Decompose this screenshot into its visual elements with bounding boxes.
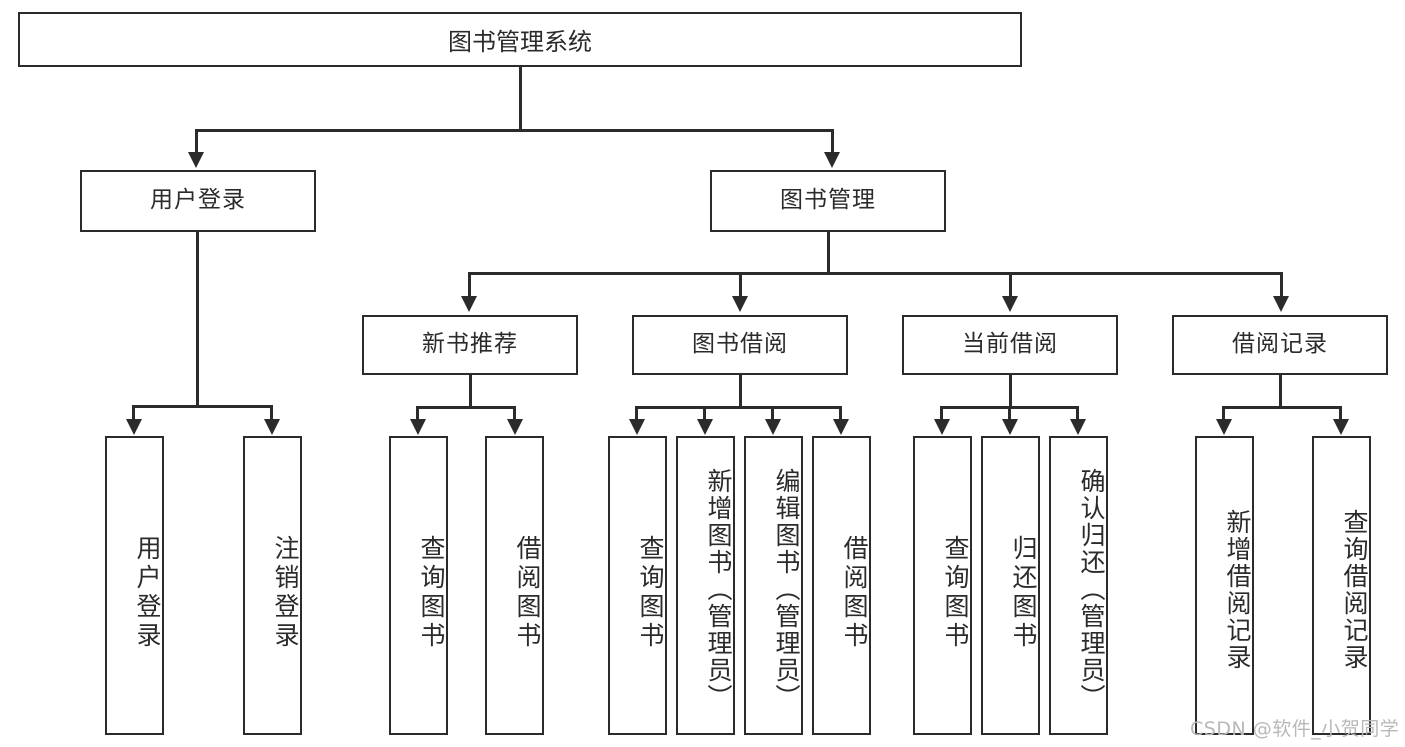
arrowhead-leaf-query-book-1 (410, 419, 426, 435)
arrowhead-user-login (188, 152, 204, 168)
connector-level3-drop-3 (1009, 272, 1012, 298)
arrowhead-leaf-confirm-return (1070, 419, 1086, 435)
leaf-label: 查询图书 (417, 534, 446, 651)
leaf-label: 确认归还（管理员） (1077, 468, 1106, 711)
node-book-management[interactable]: 图书管理 (710, 170, 946, 232)
leaf-label: 借阅图书 (513, 534, 542, 651)
connector-level2-drop-left (195, 129, 198, 154)
arrowhead-current-borrow (1002, 296, 1018, 312)
connector-current-borrow-drop-3 (1076, 406, 1079, 421)
connector-current-borrow-stem (1009, 375, 1012, 408)
leaf-label: 查询图书 (941, 534, 970, 651)
leaf-edit-book-admin[interactable]: 编辑图书（管理员） (744, 436, 803, 735)
connector-new-book-bus (416, 406, 515, 409)
connector-level3-drop-2 (739, 272, 742, 298)
connector-book-borrow-drop-2 (703, 406, 706, 421)
connector-book-borrow-drop-3 (771, 406, 774, 421)
node-current-borrow[interactable]: 当前借阅 (902, 315, 1118, 375)
connector-current-borrow-drop-2 (1008, 406, 1011, 421)
connector-borrow-record-drop-2 (1339, 406, 1342, 421)
node-borrow-record[interactable]: 借阅记录 (1172, 315, 1388, 375)
connector-new-book-drop-1 (416, 406, 419, 421)
connector-new-book-stem (469, 375, 472, 408)
node-new-book-recommend[interactable]: 新书推荐 (362, 315, 578, 375)
connector-user-login-stem (196, 232, 199, 407)
arrowhead-leaf-return-book (1002, 419, 1018, 435)
leaf-label: 归还图书 (1009, 534, 1038, 651)
connector-book-borrow-stem (739, 375, 742, 408)
arrowhead-leaf-borrow-book-1 (507, 419, 523, 435)
connector-current-borrow-drop-1 (940, 406, 943, 421)
connector-level3-drop-1 (468, 272, 471, 298)
connector-user-login-drop-2 (270, 405, 273, 421)
leaf-label: 借阅图书 (840, 534, 869, 651)
leaf-query-book-current[interactable]: 查询图书 (913, 436, 972, 735)
leaf-label: 新增借阅记录 (1223, 508, 1252, 671)
connector-book-borrow-bus (635, 406, 840, 409)
leaf-label: 用户登录 (133, 534, 162, 651)
connector-root-stem (519, 67, 522, 130)
leaf-query-book-borrow[interactable]: 查询图书 (608, 436, 667, 735)
leaf-return-book[interactable]: 归还图书 (981, 436, 1040, 735)
connector-borrow-record-drop-1 (1222, 406, 1225, 421)
arrowhead-new-book-recommend (461, 296, 477, 312)
leaf-logout[interactable]: 注销登录 (243, 436, 302, 735)
connector-level3-drop-4 (1280, 272, 1283, 298)
connector-book-borrow-drop-4 (839, 406, 842, 421)
node-root-book-management-system[interactable]: 图书管理系统 (18, 12, 1022, 67)
arrowhead-leaf-logout (264, 419, 280, 435)
leaf-borrow-book-recommend[interactable]: 借阅图书 (485, 436, 544, 735)
arrowhead-leaf-edit-book (765, 419, 781, 435)
arrowhead-leaf-add-record (1216, 419, 1232, 435)
connector-new-book-drop-2 (513, 406, 516, 421)
leaf-label: 编辑图书（管理员） (772, 468, 801, 711)
leaf-label: 查询图书 (636, 534, 665, 651)
connector-level3-bus (468, 272, 1282, 275)
leaf-add-book-admin[interactable]: 新增图书（管理员） (676, 436, 735, 735)
arrowhead-leaf-user-login (126, 419, 142, 435)
connector-book-management-stem (827, 232, 830, 273)
connector-borrow-record-bus (1222, 406, 1341, 409)
connector-borrow-record-stem (1279, 375, 1282, 408)
connector-user-login-bus (132, 405, 273, 408)
arrowhead-leaf-borrow-book-2 (833, 419, 849, 435)
arrowhead-book-borrow (732, 296, 748, 312)
node-book-borrow[interactable]: 图书借阅 (632, 315, 848, 375)
connector-book-borrow-drop-1 (635, 406, 638, 421)
leaf-label: 注销登录 (271, 534, 300, 651)
arrowhead-leaf-query-record (1333, 419, 1349, 435)
arrowhead-leaf-query-book-3 (934, 419, 950, 435)
arrowhead-leaf-add-book (697, 419, 713, 435)
leaf-query-borrow-record[interactable]: 查询借阅记录 (1312, 436, 1371, 735)
leaf-user-login[interactable]: 用户登录 (105, 436, 164, 735)
connector-level2-bus (195, 129, 833, 132)
arrowhead-leaf-query-book-2 (629, 419, 645, 435)
leaf-confirm-return-admin[interactable]: 确认归还（管理员） (1049, 436, 1108, 735)
leaf-borrow-book-borrow[interactable]: 借阅图书 (812, 436, 871, 735)
arrowhead-book-management (824, 152, 840, 168)
node-user-login[interactable]: 用户登录 (80, 170, 316, 232)
arrowhead-borrow-record (1273, 296, 1289, 312)
connector-user-login-drop-1 (132, 405, 135, 421)
leaf-query-book-recommend[interactable]: 查询图书 (389, 436, 448, 735)
leaf-label: 新增图书（管理员） (704, 468, 733, 711)
leaf-label: 查询借阅记录 (1340, 508, 1369, 671)
leaf-add-borrow-record[interactable]: 新增借阅记录 (1195, 436, 1254, 735)
connector-level2-drop-right (831, 129, 834, 154)
